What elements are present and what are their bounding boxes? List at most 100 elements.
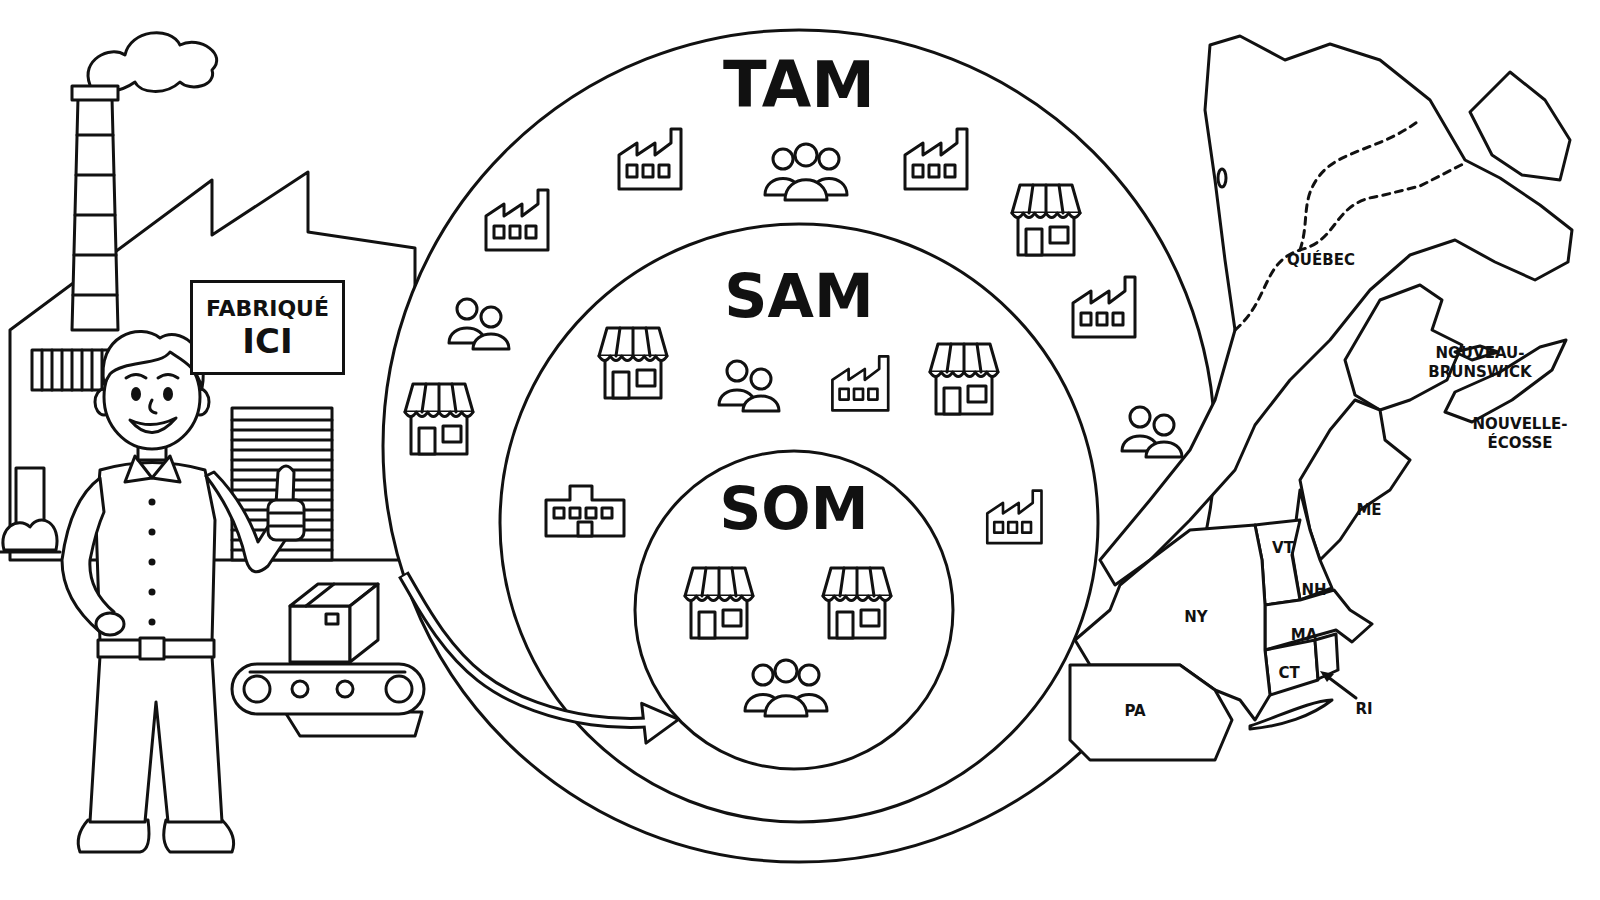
store-icon — [823, 568, 891, 638]
region-map — [1070, 665, 1232, 760]
smiling-man — [149, 529, 156, 536]
store-icon — [930, 344, 998, 414]
smiling-man — [163, 387, 173, 401]
factory-building — [72, 86, 118, 100]
region-map — [1075, 525, 1270, 720]
people-icon — [745, 660, 827, 716]
people-icon — [449, 299, 509, 349]
smiling-man — [149, 499, 156, 506]
region-map — [1470, 72, 1570, 180]
conveyor-belt — [232, 664, 424, 714]
smiling-man — [131, 387, 141, 401]
map-label: NOUVELLE-ÉCOSSE — [1465, 415, 1575, 453]
people-icon — [1122, 407, 1182, 457]
factory-icon — [1073, 277, 1135, 337]
market-circle: SOM — [633, 449, 955, 771]
factory-icon — [905, 129, 967, 189]
factory-icon — [546, 486, 624, 536]
region-map — [1255, 520, 1300, 605]
factory-building — [0, 551, 60, 554]
factory-icon — [987, 491, 1041, 544]
smiling-man — [62, 332, 304, 852]
people-icon — [719, 361, 779, 411]
cardboard-box — [306, 584, 334, 606]
region-map — [1455, 346, 1498, 360]
cardboard-box — [290, 606, 350, 662]
market-label: SAM — [498, 266, 1100, 326]
sign-text: ICI — [242, 324, 292, 358]
factory-sign: FABRIQUÉ ICI — [190, 280, 345, 375]
smiling-man — [96, 613, 124, 635]
map-label: PA — [1124, 702, 1145, 721]
circle-outline — [383, 30, 1215, 862]
factory-icon — [832, 356, 888, 410]
store-icon — [599, 328, 667, 398]
connector-group — [403, 574, 678, 723]
factory-icon — [486, 190, 548, 250]
store-icon — [685, 568, 753, 638]
map-label: NH — [1301, 581, 1326, 600]
smiling-man — [164, 820, 234, 852]
smiling-man — [270, 513, 302, 526]
region-map — [1250, 700, 1332, 729]
factory-building — [42, 350, 102, 390]
market-label: SOM — [633, 480, 955, 538]
conveyor-belt — [337, 681, 353, 697]
region-map — [1292, 490, 1332, 600]
region-map — [1265, 590, 1372, 650]
map-label: CT — [1278, 664, 1299, 683]
market-icons — [405, 129, 1182, 716]
people-icon — [765, 144, 847, 200]
region-map — [1300, 120, 1420, 250]
conveyor-belt — [285, 712, 422, 736]
smiling-man — [140, 638, 164, 659]
region-map — [1300, 400, 1410, 560]
smiling-man — [149, 589, 156, 596]
factory-building — [3, 520, 57, 550]
market-label: TAM — [381, 53, 1217, 117]
smiling-man — [149, 559, 156, 566]
smiling-man — [96, 463, 215, 643]
map-label: ME — [1356, 501, 1381, 520]
smiling-man — [78, 820, 149, 852]
smiling-man — [150, 400, 156, 413]
conveyor-belt — [292, 681, 308, 697]
sign-text: FABRIQUÉ — [206, 298, 329, 320]
factory-building — [32, 350, 112, 390]
map-label: RI — [1355, 700, 1372, 719]
factory-building — [72, 98, 118, 330]
smiling-man — [62, 478, 114, 632]
region-map — [1315, 634, 1338, 679]
region-map — [1070, 36, 1572, 760]
region-map — [1445, 340, 1566, 422]
smoke-cloud — [88, 33, 217, 92]
conveyor-belt — [232, 664, 424, 736]
conveyor-belt — [250, 671, 405, 674]
smiling-man — [149, 619, 156, 626]
region-map — [1324, 674, 1356, 698]
map-label: VT — [1272, 539, 1294, 558]
conveyor-belt — [386, 676, 412, 702]
factory-building — [73, 135, 117, 295]
region-map — [1235, 163, 1465, 330]
cardboard-box — [350, 584, 378, 662]
smiling-man — [268, 500, 304, 540]
cardboard-box — [290, 584, 378, 662]
map-label: QUÉBEC — [1287, 251, 1355, 270]
smiling-man — [90, 656, 222, 822]
smiling-man — [103, 332, 203, 388]
region-map — [1218, 169, 1226, 187]
market-circle: TAM SAM SOM — [381, 28, 1217, 864]
factory-icon — [619, 129, 681, 189]
smiling-man — [276, 466, 294, 504]
cardboard-box — [326, 614, 338, 624]
region-map — [1345, 285, 1462, 410]
store-icon — [405, 384, 473, 454]
smiling-man — [126, 375, 178, 379]
map-label: NY — [1184, 608, 1207, 627]
arrow-inner — [403, 574, 678, 723]
smiling-man — [130, 418, 176, 433]
market-circle: SAM SOM — [498, 222, 1100, 824]
region-map — [1265, 640, 1318, 695]
